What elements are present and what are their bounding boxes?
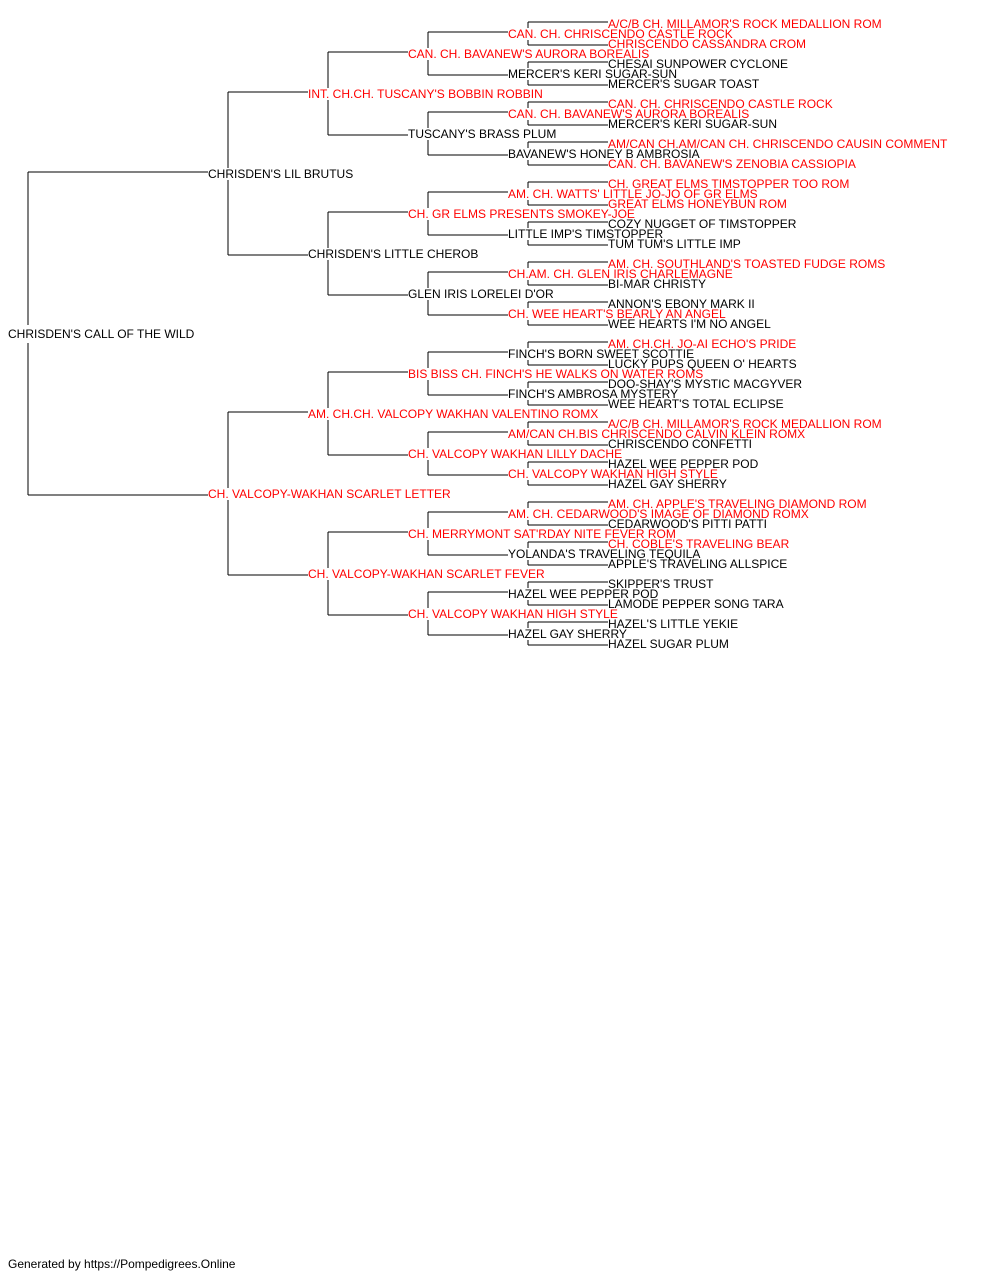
pedigree-name-gen5: SKIPPER'S TRUST [608,577,714,591]
pedigree-name-gen4: CAN. CH. BAVANEW'S AURORA BOREALIS [508,107,750,121]
pedigree-name-gen4: CH.AM. CH. GLEN IRIS CHARLEMAGNE [508,267,733,281]
pedigree-name-gen4: CH. WEE HEART'S BEARLY AN ANGEL [508,307,726,321]
pedigree-name-gen5: CAN. CH. CHRISCENDO CASTLE ROCK [608,97,833,111]
pedigree-name-gen1: CH. VALCOPY-WAKHAN SCARLET LETTER [208,487,451,501]
pedigree-name-gen5: HAZEL'S LITTLE YEKIE [608,617,739,631]
pedigree-name-gen2: CH. VALCOPY-WAKHAN SCARLET FEVER [308,567,545,581]
pedigree-name-gen5: AM. CH.CH. JO-AI ECHO'S PRIDE [608,337,797,351]
pedigree-name-gen4: BAVANEW'S HONEY B AMBROSIA [508,147,700,161]
pedigree-name-gen5: BI-MAR CHRISTY [608,277,707,291]
pedigree-name-gen5: TUM TUM'S LITTLE IMP [608,237,741,251]
pedigree-name-gen5: HAZEL SUGAR PLUM [608,637,729,651]
pedigree-name-gen5: CAN. CH. BAVANEW'S ZENOBIA CASSIOPIA [608,157,856,171]
pedigree-name-gen3: CAN. CH. BAVANEW'S AURORA BOREALIS [408,47,650,61]
pedigree-name-gen4: FINCH'S AMBROSA MYSTERY [508,387,679,401]
pedigree-name-gen5: GREAT ELMS HONEYBUN ROM [608,197,787,211]
pedigree-name-gen5: APPLE'S TRAVELING ALLSPICE [608,557,788,571]
pedigree-name-gen5: WEE HEART'S TOTAL ECLIPSE [608,397,784,411]
pedigree-name-gen5: A/C/B CH. MILLAMOR'S ROCK MEDALLION ROM [608,17,882,31]
pedigree-name-gen5: CH. COBLE'S TRAVELING BEAR [608,537,790,551]
pedigree-name-gen4: FINCH'S BORN SWEET SCOTTIE [508,347,695,361]
pedigree-name-gen4: CAN. CH. CHRISCENDO CASTLE ROCK [508,27,733,41]
pedigree-name-gen4: HAZEL WEE PEPPER POD [508,587,659,601]
pedigree-name-gen5: A/C/B CH. MILLAMOR'S ROCK MEDALLION ROM [608,417,882,431]
pedigree-name-gen3: CH. GR ELMS PRESENTS SMOKEY-JOE [408,207,635,221]
pedigree-name-gen5: MERCER'S SUGAR TOAST [608,77,760,91]
pedigree-name-gen4: MERCER'S KERI SUGAR-SUN [508,67,677,81]
pedigree-name-gen4: HAZEL GAY SHERRY [508,627,627,641]
pedigree-name-gen5: ANNON'S EBONY MARK II [608,297,755,311]
pedigree-name-gen5: AM/CAN CH.AM/CAN CH. CHRISCENDO CAUSIN C… [608,137,948,151]
footer-credit: Generated by https://Pompedigrees.Online [8,1257,236,1271]
pedigree-name-gen5: HAZEL GAY SHERRY [608,477,727,491]
pedigree-name-gen4: LITTLE IMP'S TIMSTOPPER [508,227,664,241]
pedigree-name-gen1: CHRISDEN'S LIL BRUTUS [208,167,354,181]
pedigree-name-gen5: MERCER'S KERI SUGAR-SUN [608,117,777,131]
pedigree-name-gen5: DOO-SHAY'S MYSTIC MACGYVER [608,377,803,391]
pedigree-name-gen5: CH. GREAT ELMS TIMSTOPPER TOO ROM [608,177,850,191]
pedigree-name-gen5: LUCKY PUPS QUEEN O' HEARTS [608,357,797,371]
pedigree-name-gen3: CH. VALCOPY WAKHAN LILLY DACHE [408,447,623,461]
pedigree-name-gen3: CH. VALCOPY WAKHAN HIGH STYLE [408,607,618,621]
pedigree-name-gen4: CH. VALCOPY WAKHAN HIGH STYLE [508,467,718,481]
pedigree-name-gen4: AM. CH. WATTS' LITTLE JO-JO OF GR ELMS [508,187,758,201]
pedigree-name-gen5: COZY NUGGET OF TIMSTOPPER [608,217,797,231]
pedigree-name-gen2: CHRISDEN'S LITTLE CHEROB [308,247,479,261]
pedigree-name-gen5: LAMODE PEPPER SONG TARA [608,597,784,611]
pedigree-name-gen2: INT. CH.CH. TUSCANY'S BOBBIN ROBBIN [308,87,543,101]
pedigree-name-gen4: AM/CAN CH.BIS CHRISCENDO CALVIN KLEIN RO… [508,427,806,441]
pedigree-name-gen5: HAZEL WEE PEPPER POD [608,457,759,471]
pedigree-name-gen5: WEE HEARTS I'M NO ANGEL [608,317,771,331]
pedigree-name-gen5: CEDARWOOD'S PITTI PATTI [608,517,767,531]
pedigree-name-gen4: YOLANDA'S TRAVELING TEQUILA [508,547,701,561]
pedigree-name-gen3: CH. MERRYMONT SAT'RDAY NITE FEVER ROM [408,527,676,541]
pedigree-name-gen2: AM. CH.CH. VALCOPY WAKHAN VALENTINO ROMX [308,407,599,421]
pedigree-name-gen5: AM. CH. SOUTHLAND'S TOASTED FUDGE ROMS [608,257,886,271]
pedigree-name-gen5: CHESAI SUNPOWER CYCLONE [608,57,789,71]
pedigree-name-gen3: TUSCANY'S BRASS PLUM [408,127,557,141]
pedigree-name-gen0: CHRISDEN'S CALL OF THE WILD [8,327,195,341]
pedigree-name-gen4: AM. CH. CEDARWOOD'S IMAGE OF DIAMOND ROM… [508,507,809,521]
pedigree-name-gen5: AM. CH. APPLE'S TRAVELING DIAMOND ROM [608,497,867,511]
pedigree-name-gen5: CHRISCENDO CONFETTI [608,437,752,451]
pedigree-name-gen3: BIS BISS CH. FINCH'S HE WALKS ON WATER R… [408,367,704,381]
pedigree-name-gen3: GLEN IRIS LORELEI D'OR [408,287,554,301]
pedigree-name-gen5: CHRISCENDO CASSANDRA CROM [608,37,807,51]
